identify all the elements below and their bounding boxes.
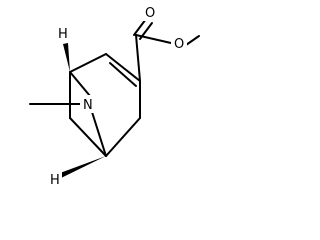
- bond-c1-c2: [69, 53, 107, 73]
- bond-carbonyl-double-a: [133, 18, 147, 36]
- bond-o-methyl: [185, 35, 200, 46]
- atom-oxygen-ester: O: [174, 37, 184, 52]
- molecule-structure: O O N H H: [29, 6, 200, 188]
- bond-c4-c5: [105, 117, 141, 157]
- atom-nitrogen: N: [83, 98, 93, 113]
- bond-c1-n: [69, 71, 91, 97]
- bond-c2-c3-double-outer: [105, 53, 141, 82]
- atom-hydrogen-top: H: [58, 27, 68, 42]
- bond-carbonyl-o-ester: [135, 34, 172, 44]
- wedge-top-hydrogen: [63, 43, 70, 72]
- atom-hydrogen-bottom: H: [50, 173, 60, 188]
- bond-c5-c1-back: [69, 117, 107, 157]
- bond-c2-c3-double-inner: [109, 62, 137, 87]
- bond-c2-carbonyl: [135, 34, 141, 82]
- atom-oxygen-carbonyl: O: [145, 6, 155, 21]
- wedge-bottom-hydrogen: [60, 156, 106, 178]
- bond-c5-n: [91, 111, 107, 157]
